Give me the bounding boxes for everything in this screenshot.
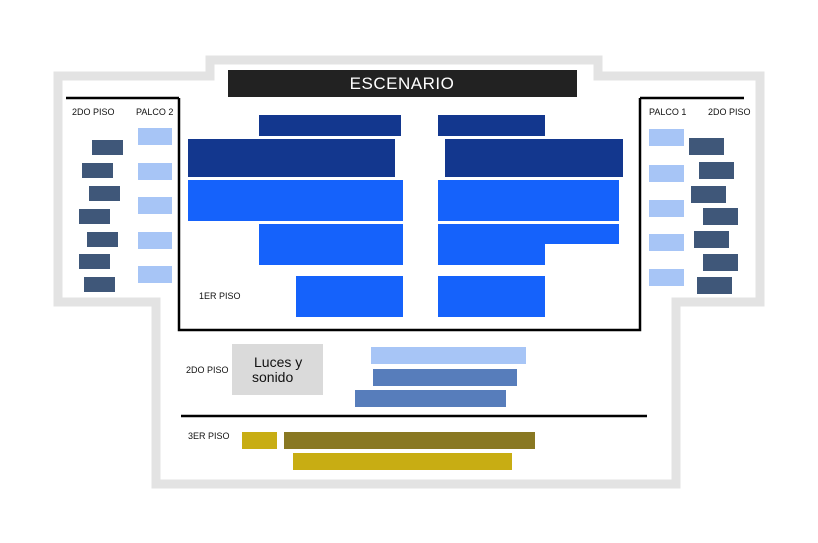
left-upper-seat[interactable] [87, 232, 118, 247]
right-box-seat[interactable] [649, 129, 684, 146]
right-box-label: PALCO 1 [649, 107, 686, 117]
third-floor-label: 3ER PISO [188, 431, 230, 441]
orchestra-right-row-3[interactable] [438, 180, 619, 221]
orchestra-left-row-3[interactable] [188, 180, 403, 221]
second-floor-label: 2DO PISO [186, 365, 229, 375]
right-upper-seat[interactable] [694, 231, 729, 248]
left-upper-seat[interactable] [92, 140, 123, 155]
orchestra-left-row-1[interactable] [259, 115, 401, 136]
orchestra-left-row-4[interactable] [259, 224, 403, 265]
booth-label-line-2: sonido [252, 369, 293, 385]
right-box-seat[interactable] [649, 200, 684, 217]
left-box-label: PALCO 2 [136, 107, 173, 117]
orchestra-right-row-1[interactable] [438, 115, 545, 136]
left-box-seat[interactable] [138, 197, 172, 214]
left-box-seat[interactable] [138, 232, 172, 249]
venue-outline [53, 55, 765, 489]
left-upper-seat[interactable] [79, 254, 110, 269]
left-upper-seat[interactable] [84, 277, 115, 292]
third-floor-small-block[interactable] [242, 432, 277, 449]
left-box-seat[interactable] [138, 266, 172, 283]
left-upper-seat[interactable] [82, 163, 113, 178]
right-upper-floor-label: 2DO PISO [708, 107, 751, 117]
third-floor-row-1[interactable] [284, 432, 535, 449]
right-box-seat[interactable] [649, 165, 684, 182]
right-upper-seat[interactable] [699, 162, 734, 179]
light-sound-booth [232, 344, 323, 395]
orchestra-left-row-5[interactable] [296, 276, 403, 317]
right-upper-seat[interactable] [691, 186, 726, 203]
second-floor-row-1[interactable] [371, 347, 526, 364]
orchestra-right-row-2[interactable] [445, 139, 623, 177]
left-box-seat[interactable] [138, 163, 172, 180]
orchestra-right-row-5[interactable] [438, 276, 545, 317]
orchestra-left-row-2[interactable] [188, 139, 395, 177]
first-floor-label: 1ER PISO [199, 291, 241, 301]
orchestra-right-row-4[interactable] [438, 224, 619, 265]
first-floor-frame [177, 98, 642, 332]
booth-label-line-1: Luces y [254, 354, 302, 370]
right-box-seat[interactable] [649, 269, 684, 286]
left-upper-seat[interactable] [79, 209, 110, 224]
right-upper-seat[interactable] [697, 277, 732, 294]
left-upper-seat[interactable] [89, 186, 120, 201]
second-floor-row-2[interactable] [373, 369, 517, 386]
right-upper-seat[interactable] [703, 208, 738, 225]
right-box-seat[interactable] [649, 234, 684, 251]
stage-bar [228, 70, 577, 97]
left-upper-floor-label: 2DO PISO [72, 107, 115, 117]
right-upper-seat[interactable] [689, 138, 724, 155]
second-floor-row-3[interactable] [355, 390, 506, 407]
left-box-seat[interactable] [138, 128, 172, 145]
third-floor-row-2[interactable] [293, 453, 512, 470]
right-upper-seat[interactable] [703, 254, 738, 271]
stage-label: ESCENARIO [350, 74, 455, 93]
